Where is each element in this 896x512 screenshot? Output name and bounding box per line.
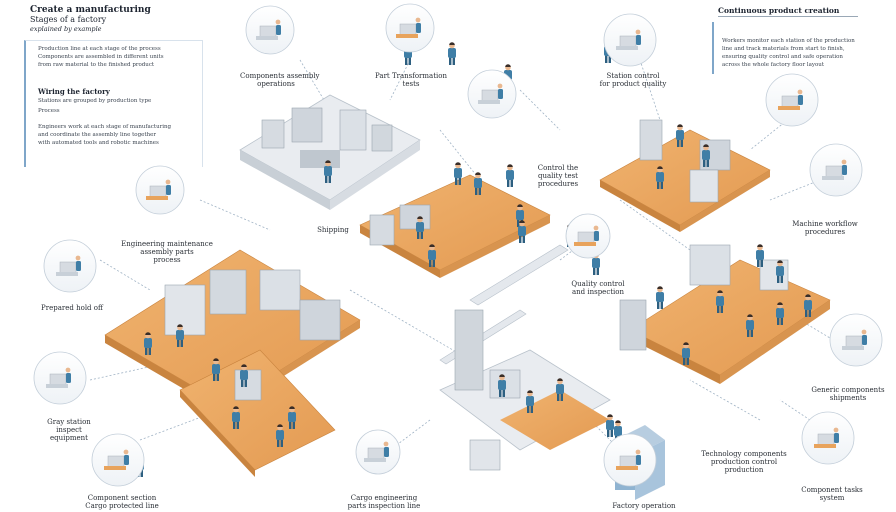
left-panel-line-3: from raw material to the finished produc… xyxy=(38,62,155,68)
inset-bubble xyxy=(245,5,295,55)
worker-figure xyxy=(518,220,526,243)
worker-figure xyxy=(498,374,506,397)
header-title-line2: Stages of a factory xyxy=(30,15,107,24)
inset-bubble xyxy=(765,73,819,127)
worker-figure xyxy=(506,164,514,187)
left-panel-line-2: Components are assembled in different un… xyxy=(38,54,164,60)
platform-bottom-center xyxy=(439,309,611,471)
worker-figure xyxy=(776,260,784,283)
right-header-title: Continuous product creation xyxy=(718,6,840,15)
label-factory-operation: Factory operation xyxy=(612,502,676,510)
header-title-line3: explained by example xyxy=(30,25,102,33)
inset-bubble xyxy=(809,143,863,197)
worker-figure xyxy=(324,160,332,183)
left-panel-subline-5: with automated tools and robotic machine… xyxy=(38,140,159,146)
worker-figure xyxy=(756,244,764,267)
left-panel-subline-1: Stations are grouped by production type xyxy=(38,98,152,104)
inset-bubble xyxy=(43,239,97,293)
platform-right xyxy=(619,244,831,384)
right-panel-line-3: ensuring quality control and safe operat… xyxy=(722,54,843,60)
worker-figure xyxy=(656,286,664,309)
header-title-line1: Create a manufacturing xyxy=(30,5,151,15)
inset-bubbles xyxy=(33,3,883,487)
worker-figure xyxy=(416,216,424,239)
worker-figure xyxy=(454,162,462,185)
left-panel-subline-2: Process xyxy=(38,108,60,114)
worker-figure xyxy=(526,390,534,413)
inset-bubble xyxy=(467,69,517,119)
left-panel-subline-3: Engineers work at each stage of manufact… xyxy=(38,124,172,130)
right-panel-line-1: Workers monitor each station of the prod… xyxy=(722,38,855,44)
right-panel-line-2: line and track materials from start to f… xyxy=(722,46,845,52)
platform-top-center xyxy=(239,94,421,210)
worker-figure xyxy=(428,244,436,267)
inset-bubble xyxy=(91,433,145,487)
worker-figure xyxy=(212,358,220,381)
inset-bubble xyxy=(603,13,657,67)
worker-figure xyxy=(606,414,614,437)
inset-bubble xyxy=(355,429,401,475)
platform-top-right xyxy=(599,119,771,232)
worker-figure xyxy=(240,364,248,387)
worker-figure xyxy=(288,406,296,429)
platform-left xyxy=(104,249,361,413)
worker-figure xyxy=(276,424,284,447)
worker-figure xyxy=(656,166,664,189)
worker-figure xyxy=(702,144,710,167)
worker-figure xyxy=(746,314,754,337)
worker-figure xyxy=(776,302,784,325)
inset-bubble xyxy=(385,3,435,53)
inset-bubble xyxy=(829,313,883,367)
left-panel-line-1: Production line at each stage of the pro… xyxy=(38,46,161,52)
label-shipping: Shipping xyxy=(317,226,349,234)
worker-figure xyxy=(556,378,564,401)
worker-figure xyxy=(676,124,684,147)
inset-bubble xyxy=(565,213,611,259)
inset-bubble xyxy=(33,351,87,405)
worker-figure xyxy=(448,42,456,65)
worker-figure xyxy=(682,342,690,365)
left-panel-subheading: Wiring the factory xyxy=(38,87,110,96)
inset-bubble xyxy=(603,433,657,487)
inset-bubble xyxy=(135,165,185,215)
left-text-panel xyxy=(24,40,203,167)
worker-figure xyxy=(474,172,482,195)
worker-figure xyxy=(176,324,184,347)
right-panel-line-4: across the whole factory floor layout xyxy=(722,62,825,68)
worker-figure xyxy=(144,332,152,355)
left-panel-subline-4: and coordinate the assembly line togethe… xyxy=(38,132,157,138)
worker-figure xyxy=(232,406,240,429)
right-text-panel xyxy=(712,22,886,74)
worker-figure xyxy=(716,290,724,313)
inset-bubble xyxy=(801,411,855,465)
label-prepared-hold: Prepared hold off xyxy=(41,304,103,312)
worker-figure xyxy=(804,294,812,317)
right-header-rule xyxy=(718,16,858,17)
